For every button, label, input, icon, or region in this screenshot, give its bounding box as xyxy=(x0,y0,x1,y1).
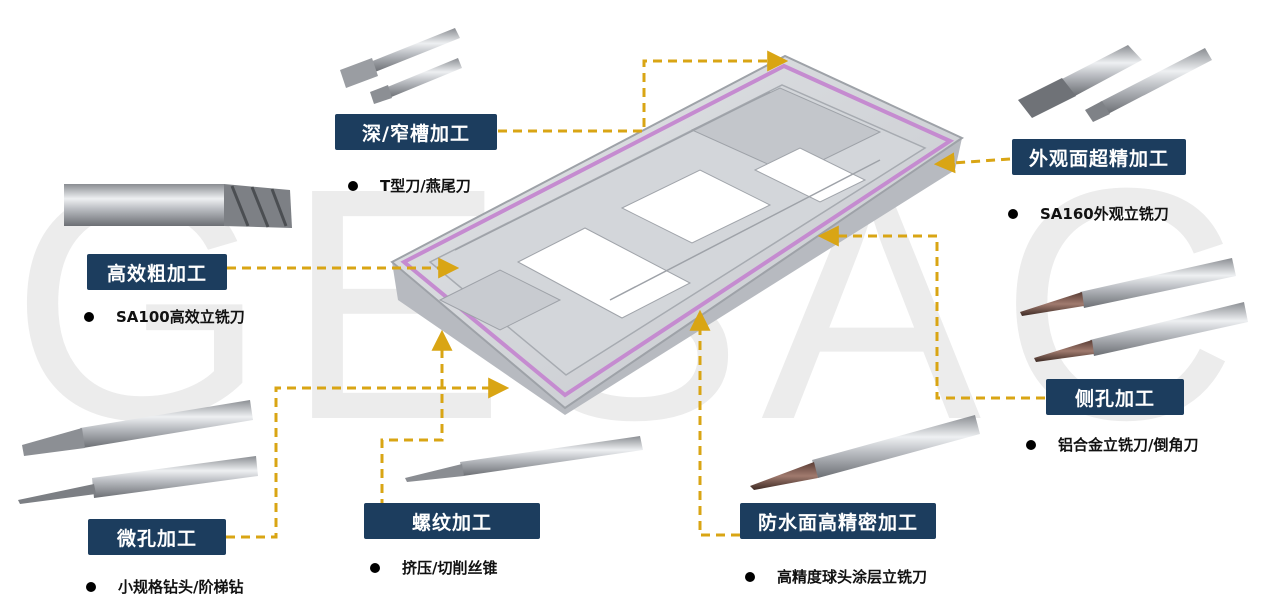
tool-text: 铝合金立铣刀/倒角刀 xyxy=(1058,436,1199,454)
arrow-deep-slot xyxy=(498,50,789,133)
tool-text: SA100高效立铣刀 xyxy=(116,308,245,326)
phone-frame-image xyxy=(390,54,965,415)
tool-text: T型刀/燕尾刀 xyxy=(380,177,471,195)
tool-text: 小规格钻头/阶梯钻 xyxy=(118,578,244,596)
micro-drill-image xyxy=(18,400,258,504)
bullet-dot xyxy=(1008,208,1018,219)
bullet-dot xyxy=(1026,439,1036,450)
label-waterproof: 防水面高精密加工 xyxy=(740,503,936,539)
ball-endmill-image xyxy=(750,415,980,490)
arrow-exterior-finish xyxy=(933,152,1011,174)
label-side-hole: 侧孔加工 xyxy=(1046,379,1184,415)
bullet-dot xyxy=(348,180,358,191)
exterior-endmill-image xyxy=(1018,45,1212,122)
arrow-thread xyxy=(380,329,453,508)
tool-thread: 挤压/切削丝锥 xyxy=(370,557,497,578)
tool-exterior-finish: SA160外观立铣刀 xyxy=(1008,203,1169,224)
label-rough: 高效粗加工 xyxy=(87,254,227,290)
tool-waterproof: 高精度球头涂层立铣刀 xyxy=(745,566,927,587)
tool-micro-hole: 小规格钻头/阶梯钻 xyxy=(86,576,243,597)
bullet-dot xyxy=(84,311,94,322)
tool-text: 挤压/切削丝锥 xyxy=(402,559,498,577)
label-thread: 螺纹加工 xyxy=(364,503,540,539)
bullet-dot xyxy=(370,562,380,573)
t-slot-cutter-image xyxy=(340,28,462,104)
arrow-micro-hole xyxy=(226,377,510,539)
thread-tap-image xyxy=(405,436,643,482)
tool-deep-slot: T型刀/燕尾刀 xyxy=(348,175,471,196)
label-exterior-finish: 外观面超精加工 xyxy=(1012,139,1186,175)
connector-arrows xyxy=(226,50,1045,539)
label-deep-slot: 深/窄槽加工 xyxy=(335,114,497,150)
side-hole-endmill-image xyxy=(1020,258,1248,362)
arrow-waterproof xyxy=(689,309,740,537)
arrow-side-hole xyxy=(817,225,1045,400)
rough-endmill-image xyxy=(64,184,292,228)
tool-side-hole: 铝合金立铣刀/倒角刀 xyxy=(1026,434,1198,455)
bullet-dot xyxy=(745,571,755,582)
tool-rough: SA100高效立铣刀 xyxy=(84,306,245,327)
bullet-dot xyxy=(86,581,96,592)
tool-text: 高精度球头涂层立铣刀 xyxy=(777,568,928,586)
tool-text: SA160外观立铣刀 xyxy=(1040,205,1169,223)
label-micro-hole: 微孔加工 xyxy=(88,519,226,555)
